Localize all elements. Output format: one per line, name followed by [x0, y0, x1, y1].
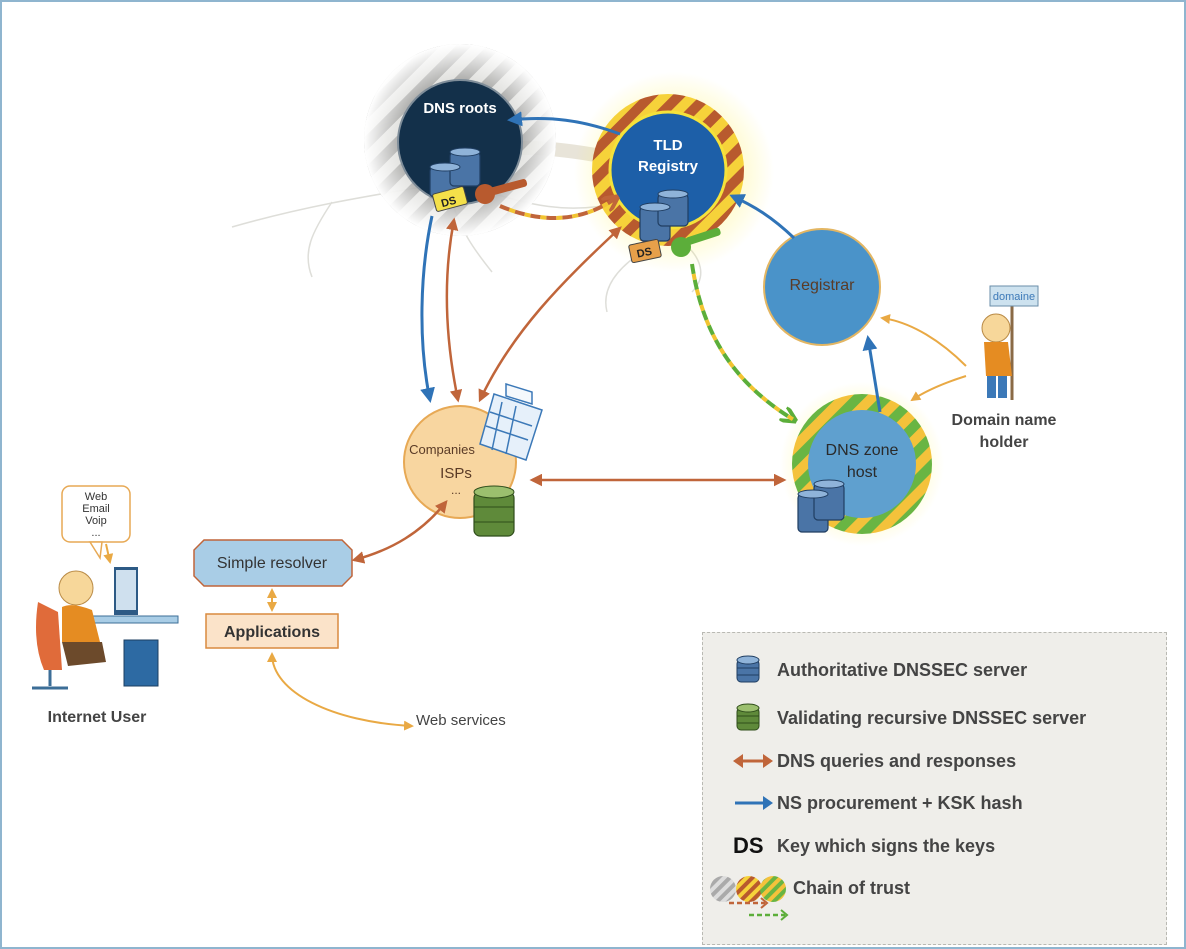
legend-label-validating: Validating recursive DNSSEC server — [777, 707, 1087, 728]
bubble-line-web: Web — [85, 491, 107, 503]
roots-to-isp-blue-arrow — [420, 215, 435, 403]
zone-label-line2: host — [847, 464, 878, 481]
applications-box[interactable]: Applications — [205, 613, 339, 649]
blue-server-stack-icon — [733, 655, 777, 685]
tld-zone-trust-chain-arrow-yellow — [690, 263, 796, 422]
orange-double-arrow-icon — [733, 746, 777, 776]
bubble-line-more: ... — [91, 527, 100, 539]
legend-label-authoritative: Authoritative DNSSEC server — [777, 659, 1028, 680]
tld-registry-node[interactable]: TLD Registry — [574, 72, 774, 272]
ds-badge-roots: DS — [440, 195, 458, 211]
registrar-to-tld-arrow — [729, 194, 796, 240]
isps-label: ISPs — [440, 465, 472, 482]
dns-roots-ds-key-icon: DS — [432, 178, 528, 212]
domaine-sign-text: domaine — [993, 291, 1035, 303]
legend-item-ns-procurement: NS procurement + KSK hash — [733, 788, 1023, 818]
blue-arrow-icon — [733, 788, 777, 818]
orange-arrows — [351, 217, 787, 564]
chain-of-trust-icon — [709, 873, 793, 921]
bubble-line-email: Email — [82, 503, 110, 515]
legend-item-validating: Validating recursive DNSSEC server — [733, 703, 1086, 733]
ds-icon: DS — [733, 831, 777, 861]
tld-ds-key-icon: DS — [628, 227, 721, 264]
user-speech-bubble: Web Email Voip ... — [61, 485, 131, 561]
green-server-stack-icon — [733, 703, 777, 733]
dns-roots-label: DNS roots — [423, 100, 496, 117]
legend-label-chain: Chain of trust — [793, 877, 910, 898]
internet-user-label: Internet User — [48, 709, 147, 726]
web-services-label: Web services — [416, 712, 506, 729]
blue-arrows — [420, 111, 882, 413]
legend-panel: Authoritative DNSSEC server Validating r… — [702, 632, 1167, 945]
isp-resolver-query-arrow — [351, 500, 448, 564]
holder-label-line2: holder — [980, 434, 1029, 451]
roots-isp-query-arrow — [445, 217, 463, 403]
bubble-to-user-arrow — [103, 543, 114, 564]
domain-holder-figure-icon: domaine — [981, 285, 1039, 400]
applications-webservices-arrow — [267, 652, 414, 731]
tld-isp-query-arrow — [478, 226, 622, 403]
simple-resolver-box[interactable]: Simple resolver — [193, 539, 353, 587]
holder-label-line1: Domain name — [952, 412, 1057, 429]
companies-label: Companies — [409, 442, 475, 457]
legend-label-queries: DNS queries and responses — [777, 750, 1017, 771]
legend-label-ds: Key which signs the keys — [777, 835, 996, 856]
holder-to-registrar-arrow — [880, 314, 967, 367]
tld-label-line1: TLD — [653, 137, 682, 154]
isp-green-server-stack-icon — [473, 485, 515, 537]
simple-resolver-label: Simple resolver — [217, 555, 328, 572]
yellow-arrows — [103, 314, 967, 731]
zone-server-stack-icon — [797, 479, 845, 533]
legend-label-ns-procurement: NS procurement + KSK hash — [777, 792, 1023, 813]
ds-icon-text: DS — [733, 833, 764, 858]
roots-tld-trust-chain-arrow-yellow — [499, 196, 618, 220]
registrar-node[interactable]: Registrar — [763, 228, 881, 346]
ds-badge-tld: DS — [636, 246, 653, 261]
bubble-line-voip: Voip — [85, 515, 106, 527]
holder-to-zone-arrow — [910, 375, 967, 402]
legend-item-queries: DNS queries and responses — [733, 746, 1016, 776]
legend-item-ds: DS Key which signs the keys — [733, 831, 995, 861]
tld-label-line2: Registry — [638, 158, 699, 175]
registrar-label: Registrar — [790, 277, 856, 294]
legend-item-authoritative: Authoritative DNSSEC server — [733, 655, 1027, 685]
applications-label: Applications — [224, 624, 320, 641]
zone-label-line1: DNS zone — [826, 442, 899, 459]
tld-to-roots-arrow — [507, 111, 621, 136]
internet-user-figure-icon — [32, 567, 179, 690]
legend-item-chain: Chain of trust — [709, 873, 910, 921]
dns-roots-node[interactable]: DNS roots — [364, 44, 556, 236]
tld-zone-trust-chain-arrow — [690, 263, 794, 420]
zone-to-registrar-arrow — [862, 335, 882, 413]
isps-more-label: ... — [451, 483, 461, 497]
